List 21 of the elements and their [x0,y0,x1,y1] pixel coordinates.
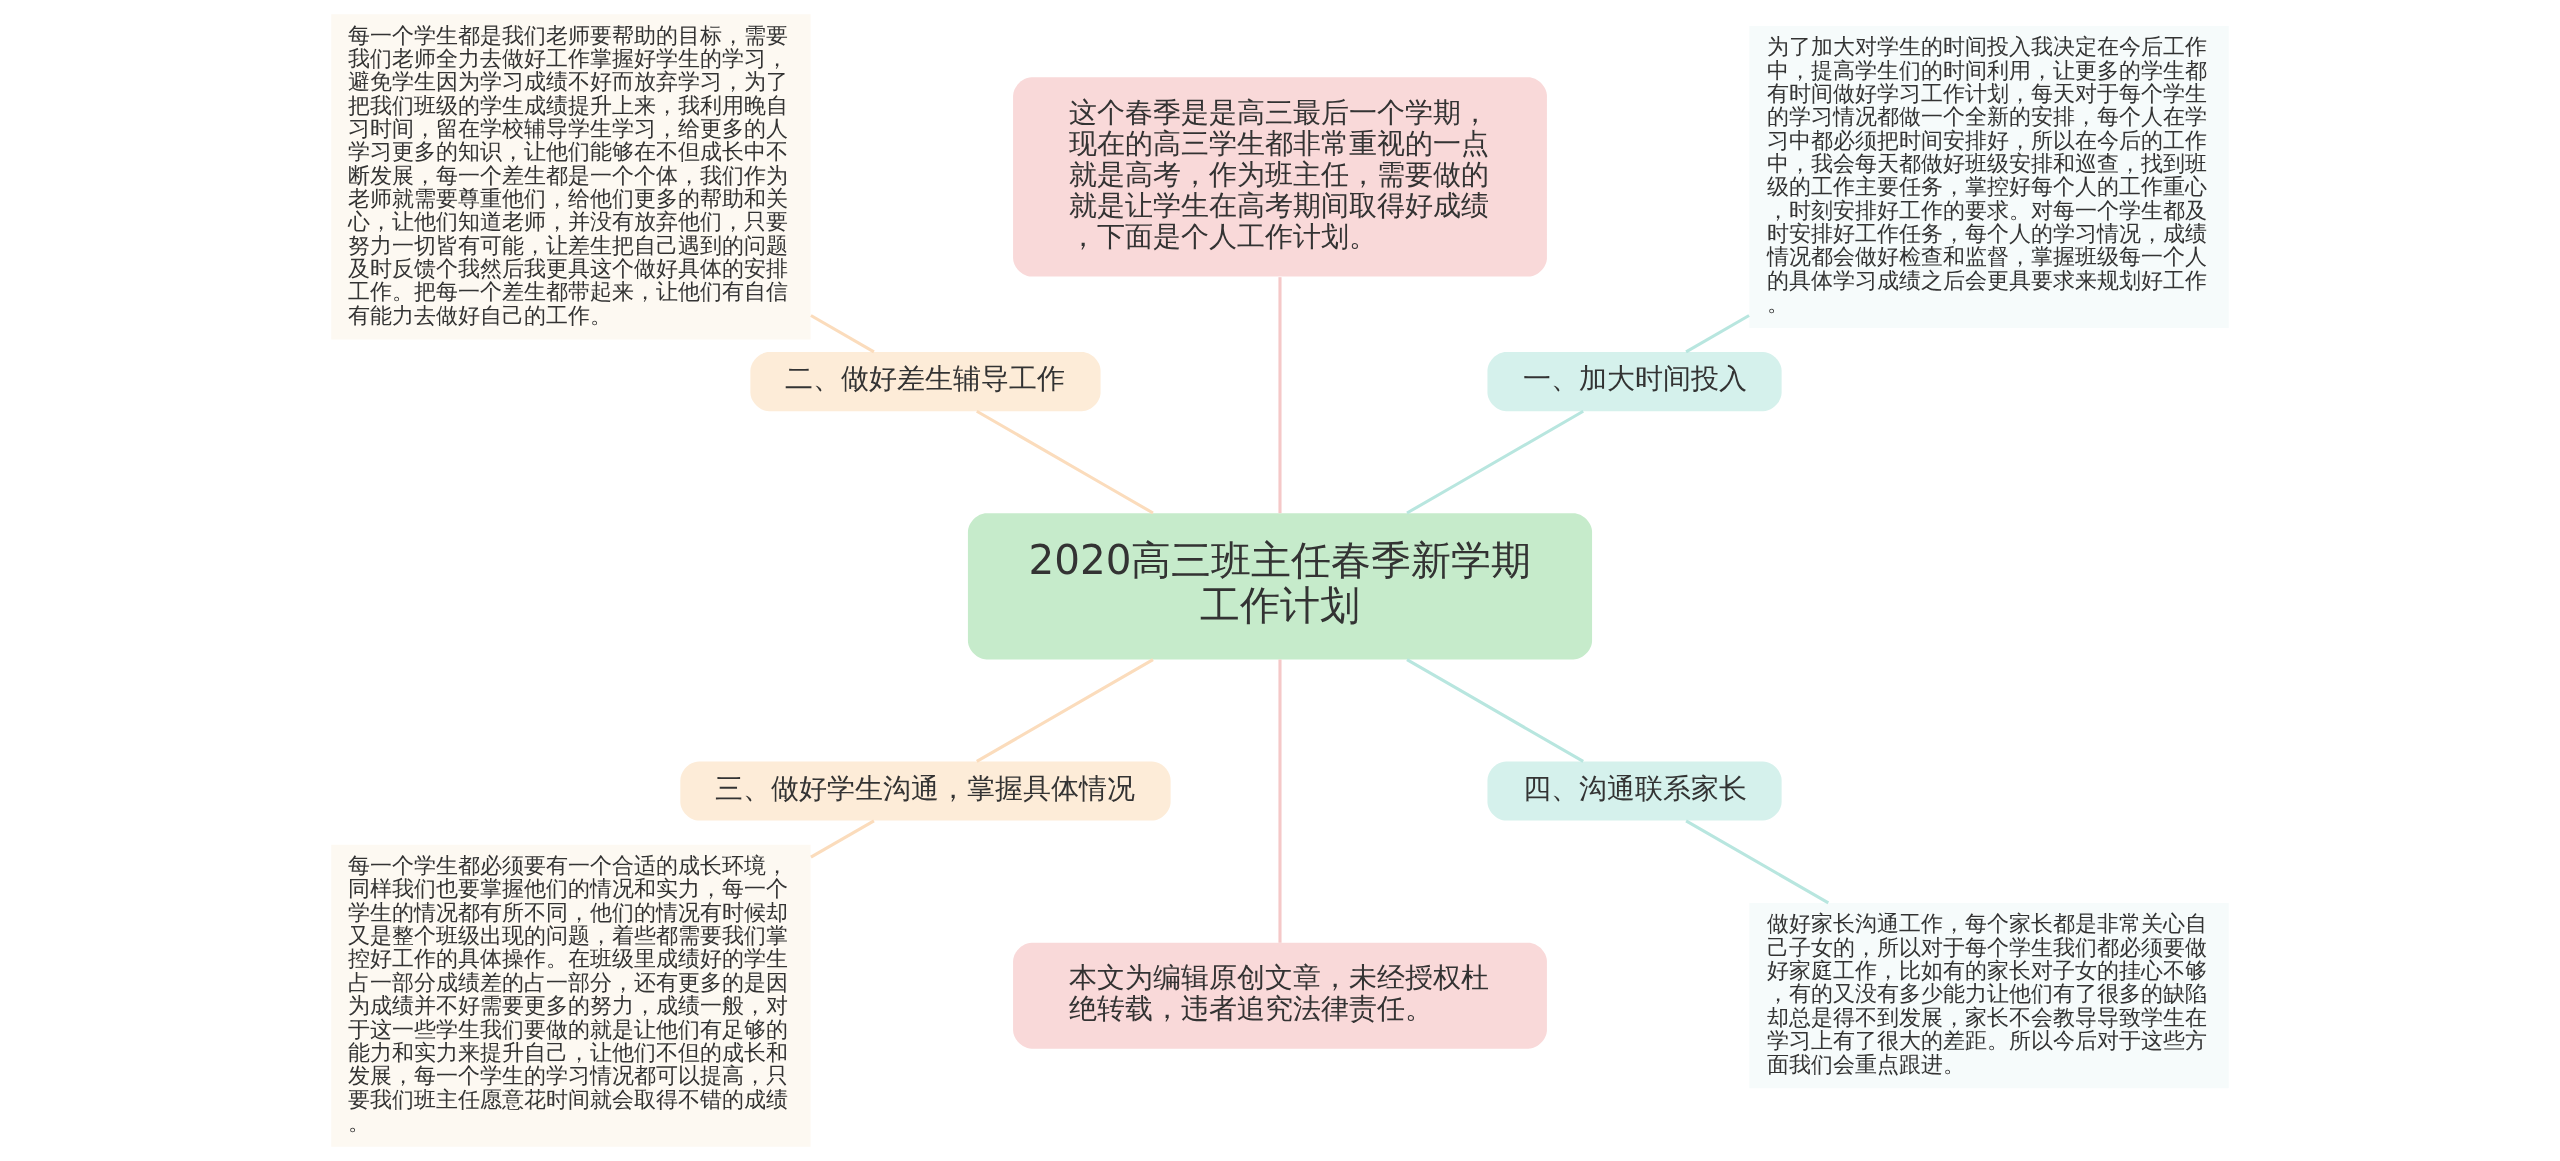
node-box: 四、沟通联系家长 [1487,761,1782,821]
connector [1406,658,1584,763]
node-box: 2020高三班主任春季新学期工作计划 [967,513,1593,660]
connector [1685,819,1830,905]
connector [1406,409,1584,515]
connector [1278,659,1282,943]
node-box: 每一个学生都必须要有一个合适的成长环境，同样我们也要掌握他们的情况和实力，每一个学生的情况都有所不同，他们的情况有时候却又是整个班级出现的问题，着些都需要我们掌控好工作的具体操作。在班级里成绩好的学生占一部分成绩差的占一部分，还有更多的是因为成绩并不好需要更多的努力，成绩一般，对于这一些学生我们要做的就是让他们有足够的能力和实力来提升自己，让他们不但的成长和发展，每一个学生的学习情况都可以提高，只要我们班主任愿意花时间就会取得不错的成绩。 [331,844,811,1147]
connector [1278,277,1282,514]
node-box: 做好家长沟通工作，每个家长都是非常关心自己子女的，所以对于每个学生我们都必须要做好家庭工作，比如有的家长对子女的挂心不够，有的又没有多少能力让他们有了很多的缺陷却总是得不到发展，家长不会教导导致学生在学习上有了很大的差距。所以今后对于这些方面我们会重点跟进。 [1749,903,2229,1089]
node-box: 三、做好学生沟通，掌握具体情况 [680,761,1171,821]
node-box: 二、做好差生辅导工作 [750,352,1101,412]
node-box: 本文为编辑原创文章，未经授权杜绝转载，违者追究法律责任。 [1013,942,1547,1049]
node-box: 为了加大对学生的时间投入我决定在今后工作中，提高学生们的时间利用，让更多的学生都有时间做好学习工作计划，每天对于每个学生的学习情况都做一个全新的安排，每个人在学习中都必须把时间安排好，所以在今后的工作中，我会每天都做好班级安排和巡查，找到班级的工作主要任务，掌控好每个人的工作重心，时刻安排好工作的要求。对每一个学生都及时安排好工作任务，每个人的学习情况，成绩情况都会做好检查和监督，掌握班级每一个人的具体学习成绩之后会更具要求来规划好工作。 [1749,26,2229,328]
connector [810,819,875,859]
node-box: 一、加大时间投入 [1487,352,1782,412]
node-box: 每一个学生都是我们老师要帮助的目标，需要我们老师全力去做好工作掌握好学生的学习，避免学生因为学习成绩不好而放弃学习，为了把我们班级的学生成绩提升上来，我利用晚自习时间，留在学校辅导学生学习，给更多的人学习更多的知识，让他们能够在不但成长中不断发展，每一个差生都是一个个体，我们作为老师就需要尊重他们，给他们更多的帮助和关心，让他们知道老师，并没有放弃他们，只要努力一切皆有可能，让差生把自己遇到的问题及时反馈个我然后我更具这个做好具体的安排工作。把每一个差生都带起来，让他们有自信有能力去做好自己的工作。 [331,14,811,340]
node-box: 这个春季是是高三最后一个学期，现在的高三学生都非常重视的一点就是高考，作为班主任，需要做的就是让学生在高考期间取得好成绩，下面是个人工作计划。 [1013,77,1547,277]
connector [976,409,1154,515]
connector [810,314,875,354]
connector [976,658,1154,763]
connector [1685,314,1750,354]
